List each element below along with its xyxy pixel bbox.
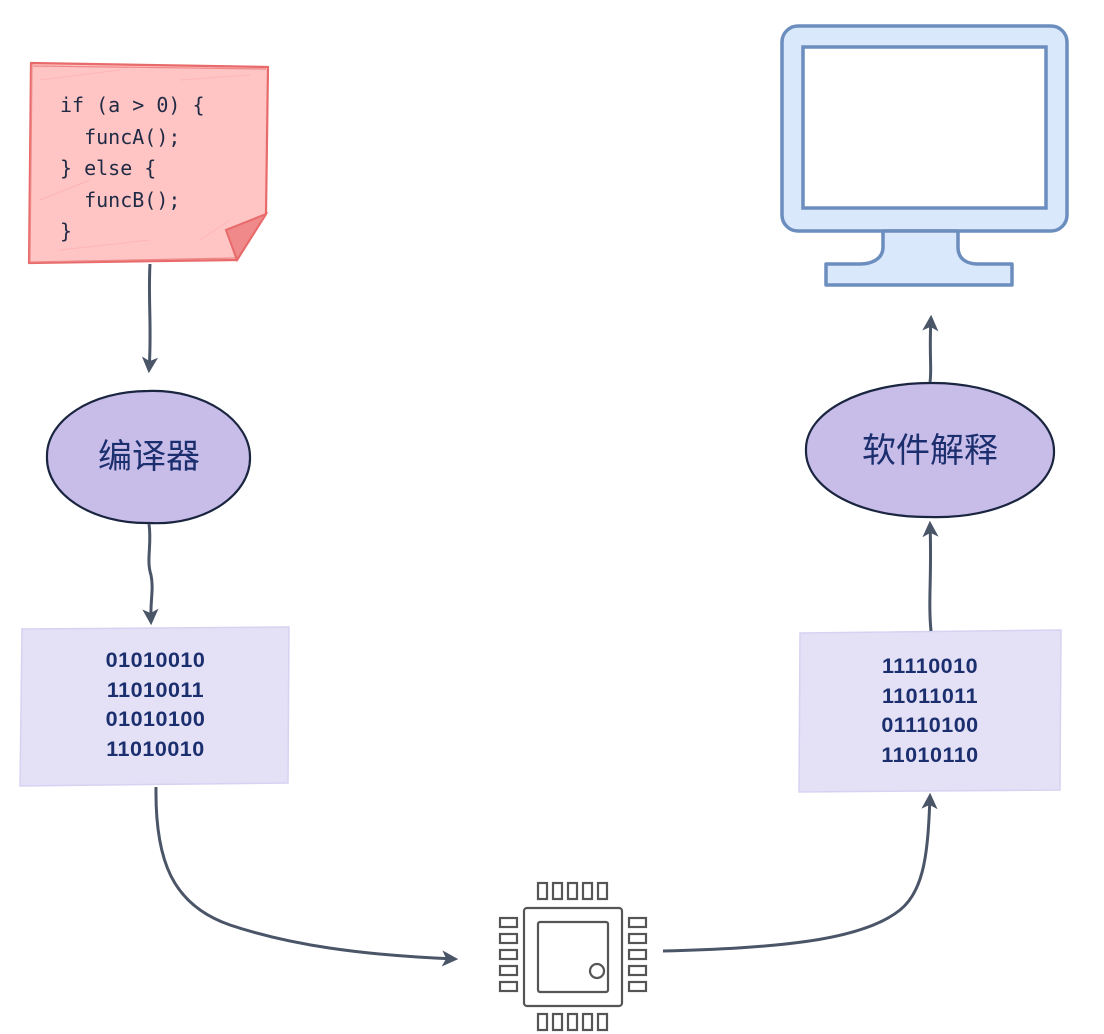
binary-line: 11010011 [106,677,205,702]
code-line: } [60,219,73,243]
source-code-text: if (a > 0) { funcA(); } else { funcB(); … [30,64,268,264]
binary-line: 01010100 [105,707,206,731]
binary-line: 11010110 [881,742,979,767]
code-line: if (a > 0) { [60,93,205,117]
arrow-binary-to-chip [154,786,459,967]
compiler-ellipse [45,389,252,525]
monitor-icon [780,24,1069,287]
source-code-note [27,61,270,265]
arrow-binary-to-interpreter [922,520,939,632]
binary-line: 01110100 [881,713,979,737]
code-line: funcA(); [60,124,181,149]
chip-pins-right [627,916,648,993]
binary-line: 11011011 [881,683,979,708]
binary-line: 01010010 [105,648,206,672]
arrow-interpreter-to-monitor [922,314,939,383]
binary-text-left: 01010010 11010011 01010100 11010010 [22,628,289,782]
arrow-code-to-compiler [141,263,159,374]
arrow-compiler-to-binary [142,523,159,626]
chip-pins-top [536,881,609,901]
compiler-label: 编译器 [98,437,200,477]
binary-line: 11110010 [881,654,979,678]
chip-pins-bottom [536,1012,609,1032]
interpreter-ellipse [804,381,1056,519]
cpu-chip-icon [498,881,648,1032]
binary-text-right: 11110010 11011011 01110100 11010110 [799,632,1061,790]
binary-box-left [19,626,290,787]
code-line: } else { [60,156,157,180]
arrow-chip-to-binary [662,792,938,953]
note-fold [224,211,269,263]
binary-box-right [798,629,1062,793]
code-line: funcB(); [60,187,181,212]
binary-line: 11010010 [106,736,205,761]
interpreter-label: 软件解释 [862,431,998,471]
chip-pins-left [498,916,519,993]
